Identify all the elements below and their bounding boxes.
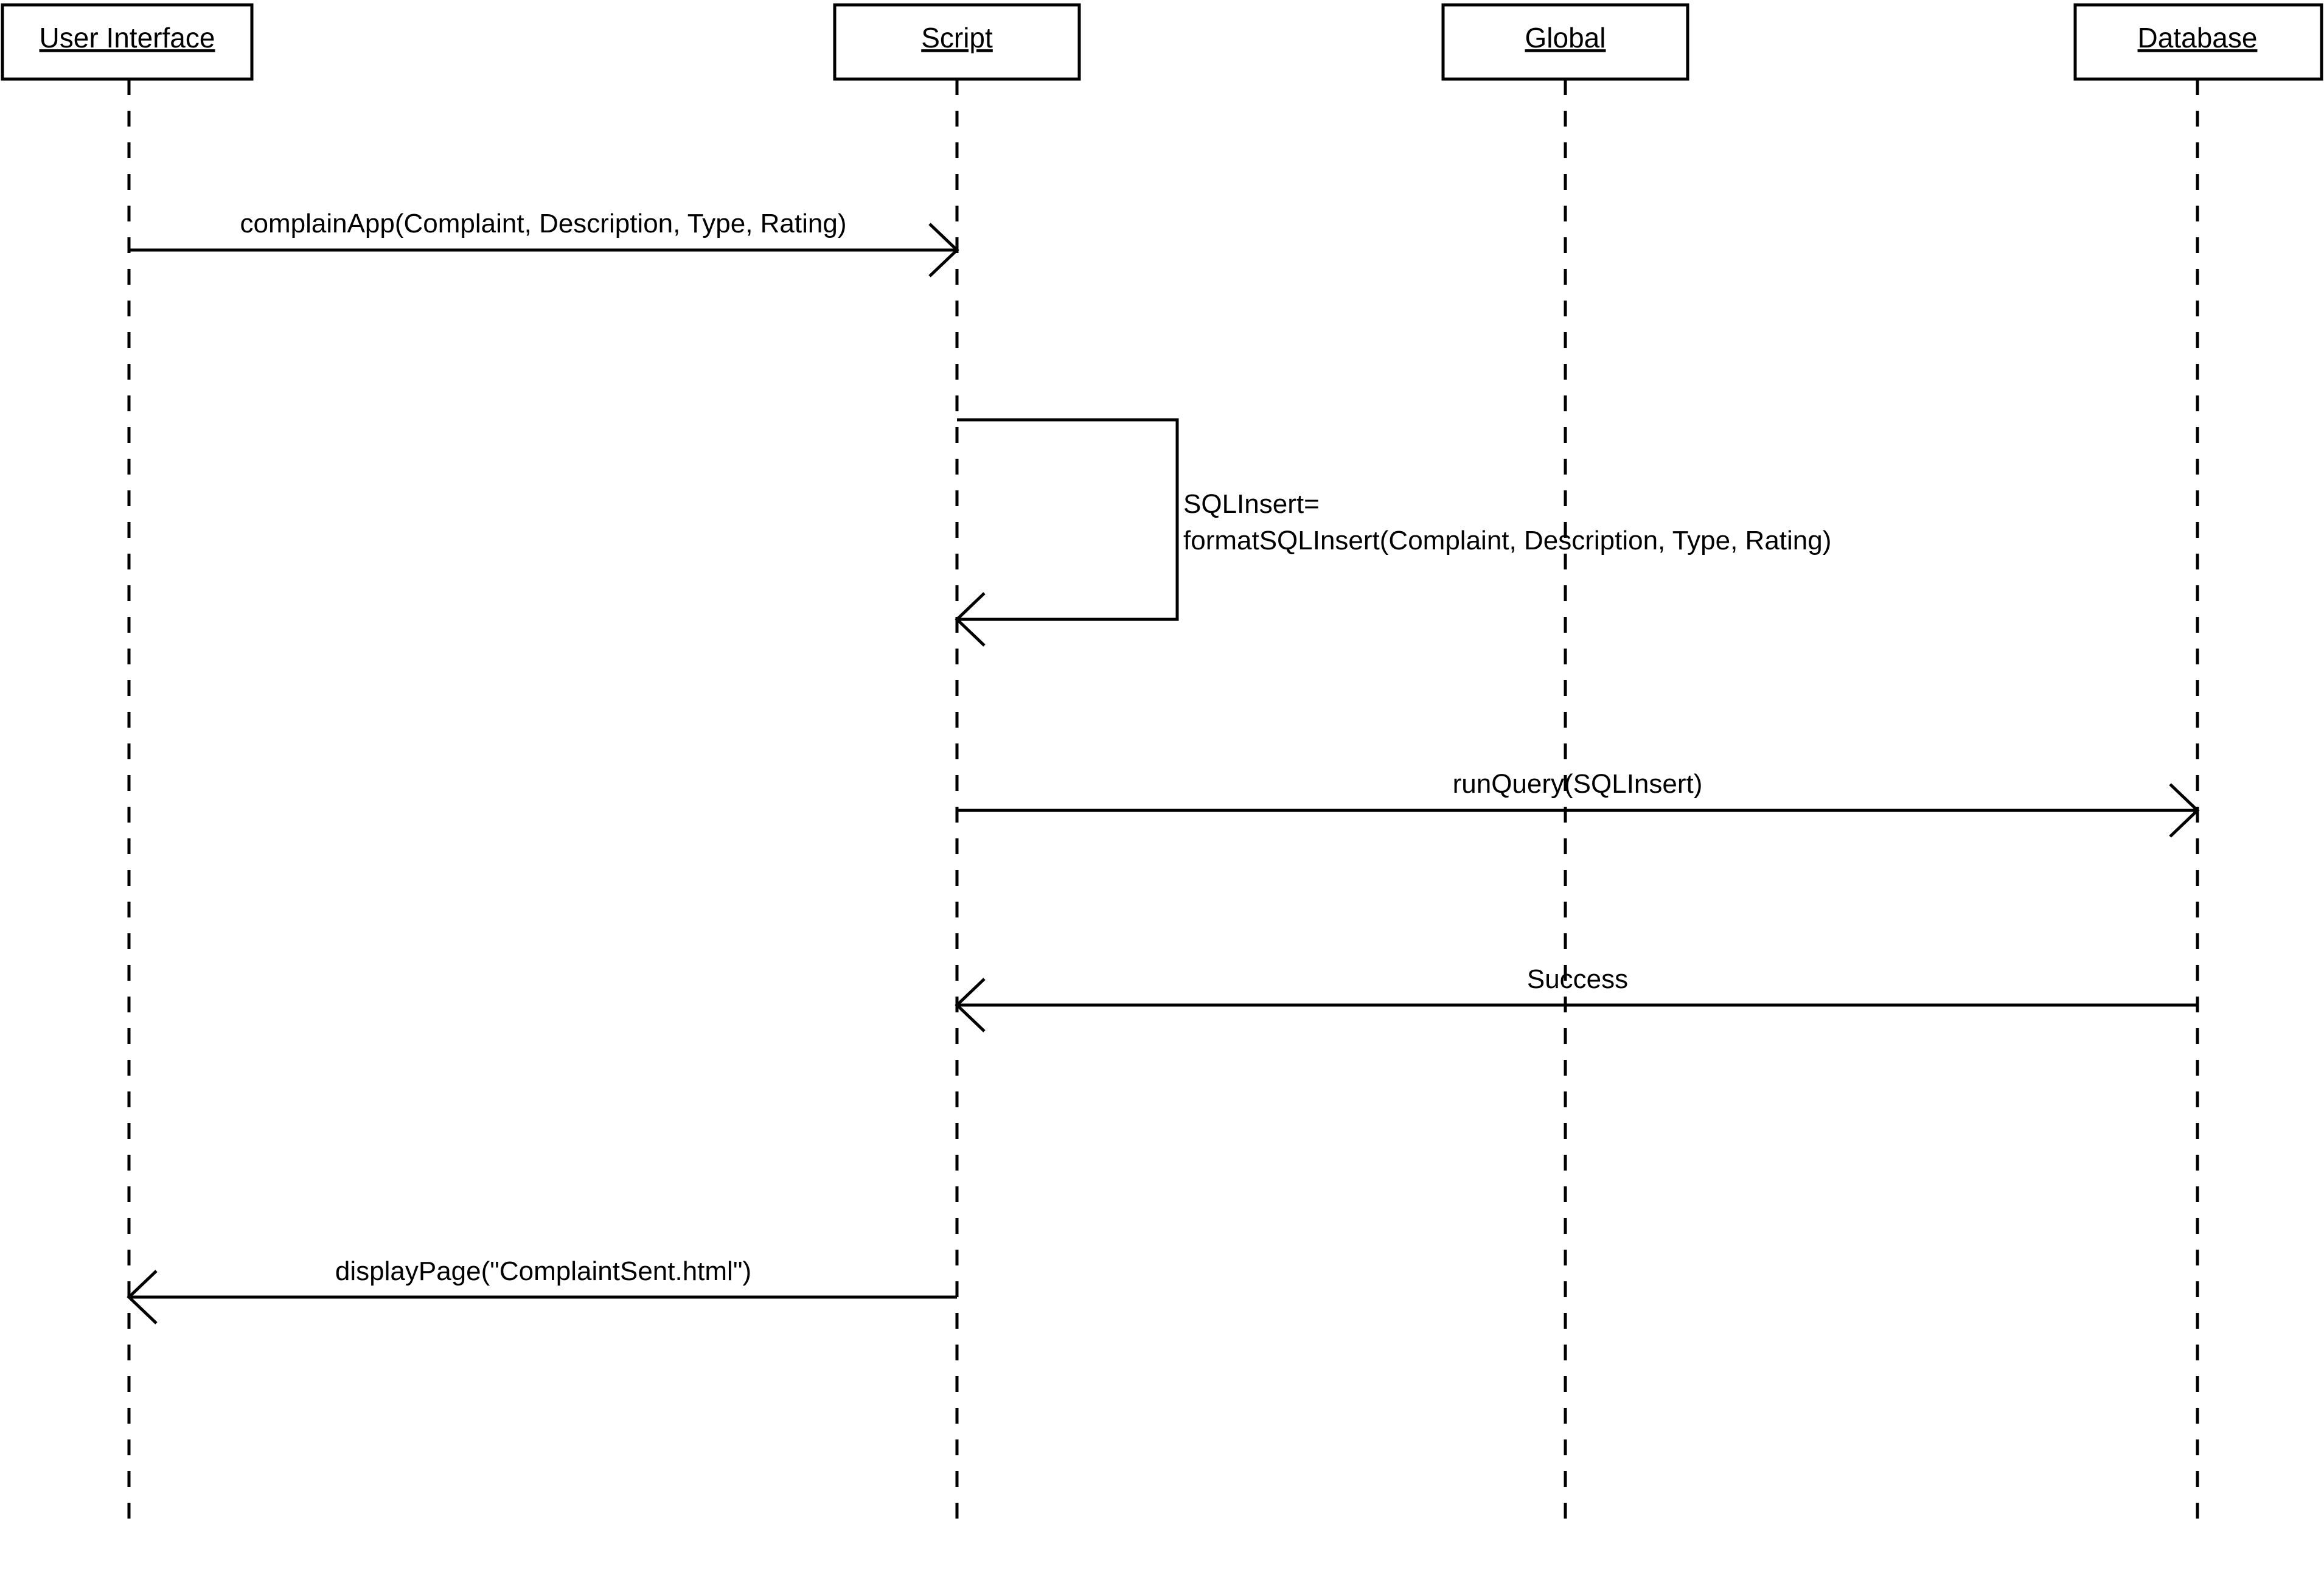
message-display-page[interactable]: displayPage("ComplaintSent.html"): [127, 1256, 957, 1324]
participant-label-script: Script: [921, 22, 993, 54]
participant-box-database[interactable]: [2073, 3, 2323, 81]
participant-box-user-interface[interactable]: [1, 3, 254, 81]
participant-label-database: Database: [2138, 22, 2258, 54]
message-run-query[interactable]: runQuery(SQLInsert): [957, 769, 2200, 838]
participant-box-global[interactable]: [1441, 3, 1689, 81]
arrowhead-right-complain-app: [928, 223, 959, 277]
message-label-complain-app: complainApp(Complaint, Description, Type…: [240, 209, 847, 238]
arrowhead-left-format-sql-insert: [955, 592, 986, 647]
message-format-sql-insert[interactable]: SQLInsert= formatSQLInsert(Complaint, De…: [955, 418, 1831, 647]
participant-label-user-interface: User Interface: [40, 22, 215, 54]
message-success[interactable]: Success: [955, 964, 2197, 1032]
participant-global[interactable]: Global: [1441, 3, 1689, 81]
participant-label-global: Global: [1525, 22, 1606, 54]
arrowhead-left-success: [955, 978, 986, 1032]
message-label-run-query: runQuery(SQLInsert): [1453, 769, 1703, 799]
self-call-path-format-sql-insert: [957, 418, 1179, 621]
message-complain-app[interactable]: complainApp(Complaint, Description, Type…: [129, 209, 959, 277]
participant-script[interactable]: Script: [833, 3, 1081, 81]
message-label-success: Success: [1527, 964, 1628, 994]
participant-box-script[interactable]: [833, 3, 1081, 81]
lifelines-group: [127, 79, 2199, 1533]
message-label-format-sql-insert-line1: SQLInsert=: [1183, 489, 1320, 519]
participant-database[interactable]: Database: [2073, 3, 2323, 81]
message-label-format-sql-insert-line2: formatSQLInsert(Complaint, Description, …: [1183, 526, 1831, 555]
arrowhead-right-run-query: [2169, 783, 2200, 838]
participant-user-interface[interactable]: User Interface: [1, 3, 254, 81]
message-label-display-page: displayPage("ComplaintSent.html"): [335, 1256, 751, 1286]
arrowhead-left-display-page: [127, 1270, 158, 1324]
